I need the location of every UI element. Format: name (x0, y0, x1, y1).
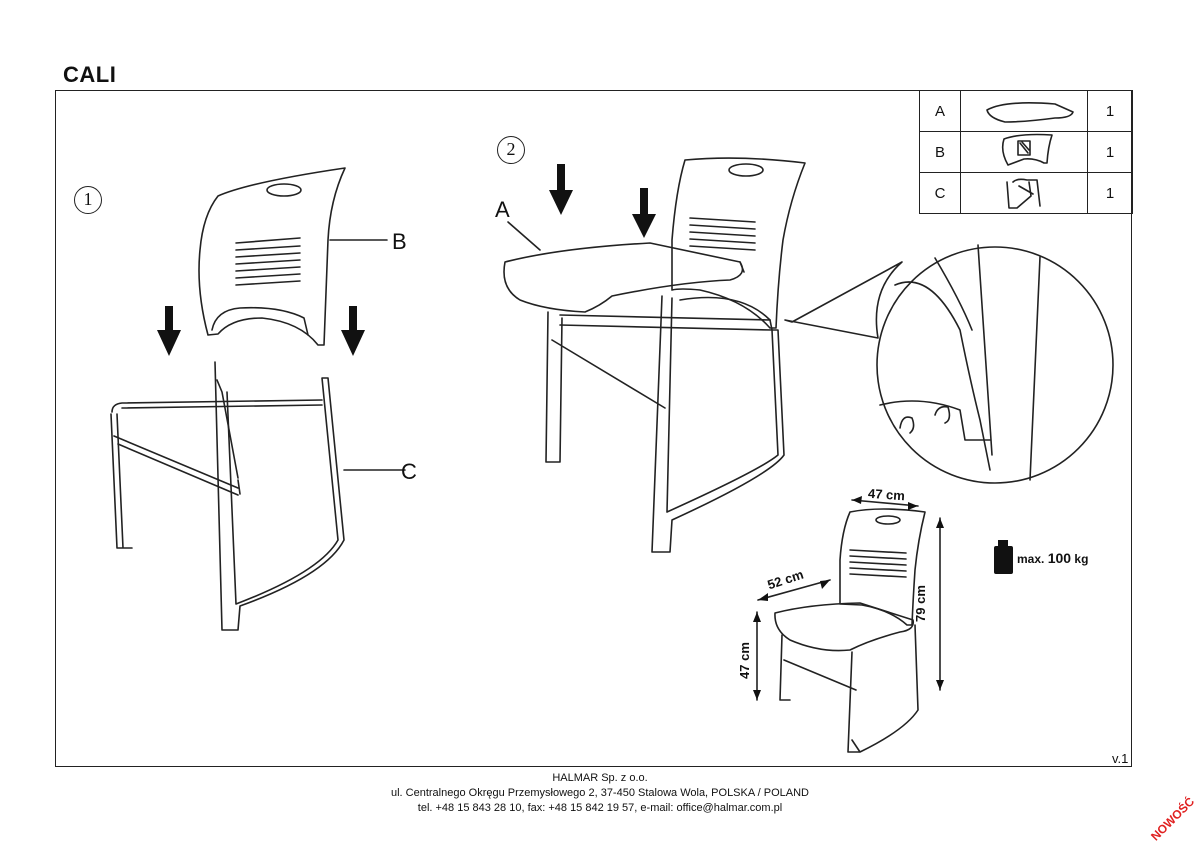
max-load-unit: kg (1074, 552, 1089, 566)
part-image (960, 131, 1088, 173)
part-qty: 1 (1087, 90, 1133, 132)
max-load-prefix: max. (1017, 552, 1045, 566)
frame-c-drawing (110, 361, 406, 631)
footer: HALMAR Sp. z o.o. ul. Centralnego Okręgu… (0, 771, 1200, 816)
max-load-value: 100 (1047, 550, 1072, 566)
detail-zoom-drawing (876, 244, 1114, 484)
version-label: v.1 (1112, 751, 1129, 766)
max-load-label: max. 100 kg (1017, 550, 1088, 566)
table-row: B 1 (919, 131, 1133, 173)
footer-contact: tel. +48 15 843 28 10, fax: +48 15 842 1… (417, 802, 783, 814)
table-row: A 1 (919, 90, 1133, 132)
part-image (960, 90, 1088, 132)
part-qty: 1 (1087, 172, 1133, 214)
dimension-arrow-icon (753, 496, 944, 700)
step-number-1: 1 (74, 186, 102, 214)
instruction-frame (55, 90, 1132, 767)
part-letter: B (919, 131, 961, 173)
part-label-c: C (401, 459, 417, 484)
arrow-down-icon (549, 164, 656, 238)
part-label-a: A (495, 197, 510, 222)
part-image (960, 172, 1088, 214)
assembled-chair-drawing (503, 157, 903, 553)
weight-icon (994, 540, 1013, 574)
dimension-width: 47 cm (867, 485, 906, 504)
arrow-down-icon (157, 306, 365, 356)
dimension-seat-height: 47 cm (736, 642, 752, 679)
footer-company: HALMAR Sp. z o.o. (552, 772, 648, 784)
part-letter: A (919, 90, 961, 132)
footer-address: ul. Centralnego Okręgu Przemysłowego 2, … (390, 787, 809, 799)
part-letter: C (919, 172, 961, 214)
page-title: CALI (63, 62, 117, 87)
step-number-2: 2 (497, 136, 525, 164)
table-row: C 1 (919, 172, 1133, 214)
part-label-b: B (392, 229, 407, 254)
part-qty: 1 (1087, 131, 1133, 173)
dimension-height: 79 cm (912, 585, 928, 622)
parts-table: A 1 B 1 C 1 (919, 90, 1133, 214)
backrest-b-drawing (198, 167, 388, 346)
dimension-chair-drawing (756, 499, 941, 753)
